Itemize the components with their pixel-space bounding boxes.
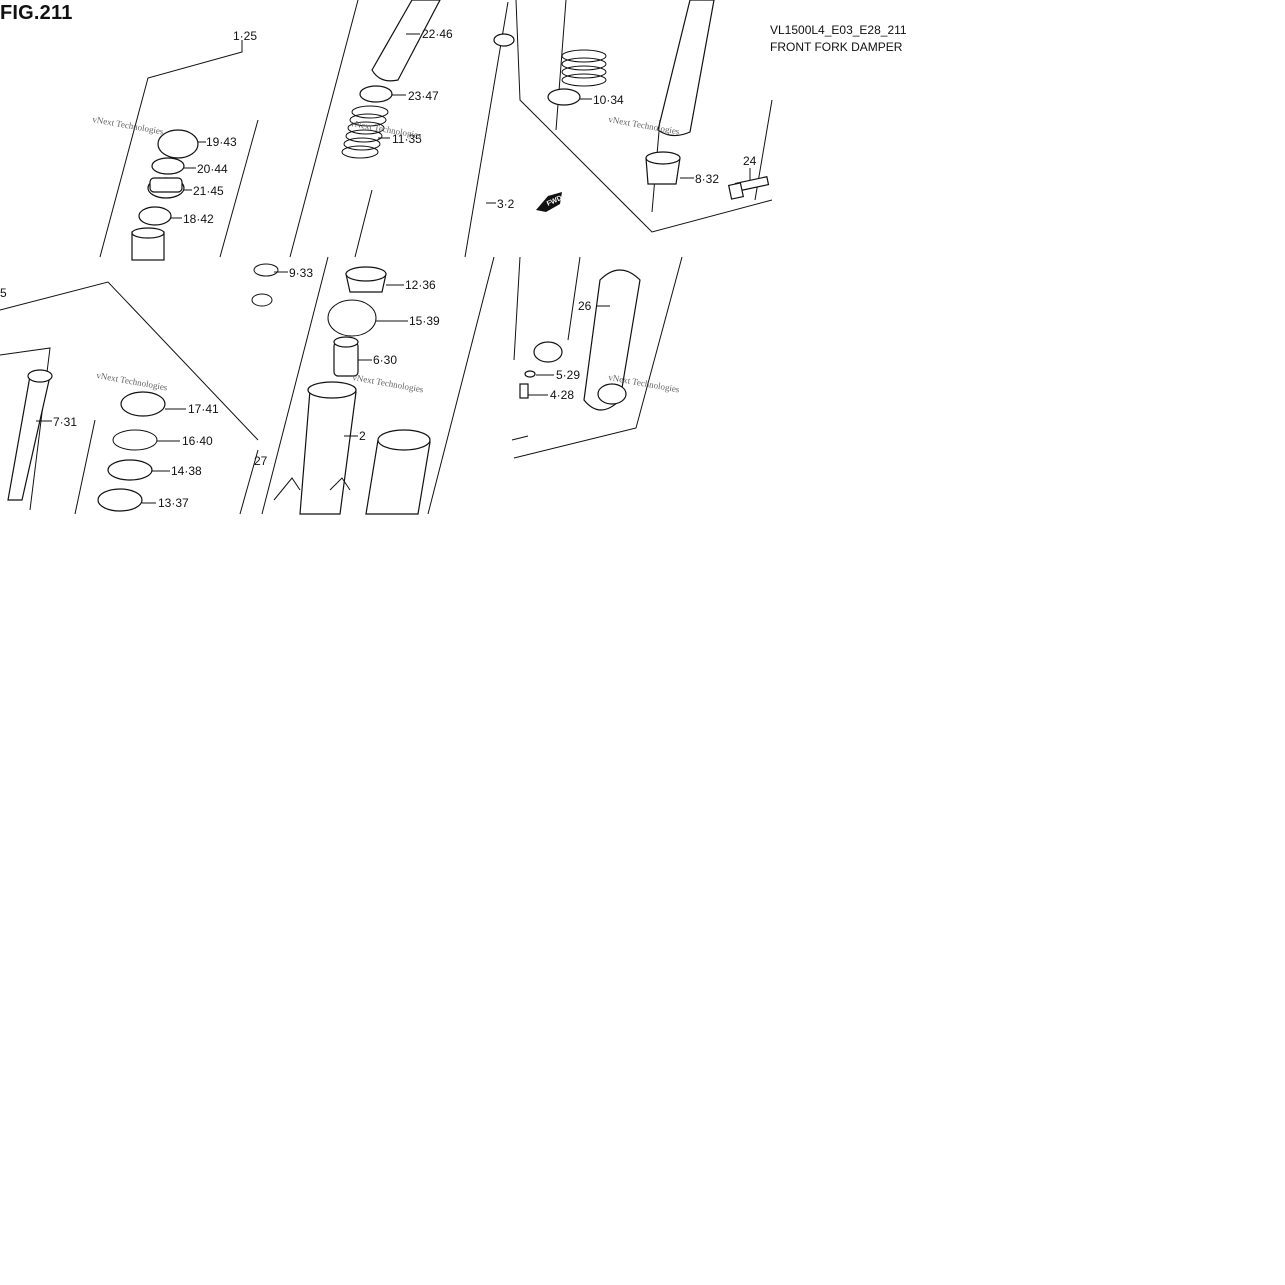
callout-4: 4·28 [550,388,574,402]
callout-22: 22·46 [422,27,453,41]
callout-5: 5·29 [556,368,580,382]
callout-11: 11·35 [392,132,422,146]
rebound-spring [341,105,389,159]
figure-title: FIG.211 [0,2,73,24]
callout-3: 3·2 [497,197,515,211]
callout-10: 10·34 [593,93,624,107]
svg-text:vNext Technologies: vNext Technologies [352,372,425,394]
callout-7: 7·31 [53,415,77,429]
callout-13: 13·37 [158,496,189,510]
callout-15: 15·39 [409,314,440,328]
svg-text:vNext Technologies: vNext Technologies [92,114,165,136]
callout-17: 17·41 [188,402,219,416]
callout-16: 16·40 [182,434,213,448]
callout-23: 23·47 [408,89,439,103]
callout-19: 19·43 [206,135,237,149]
spring-bushing-bolt: FWD [536,0,770,212]
callout-8: 8·32 [695,172,719,186]
bushings-and-outer-tube [251,263,431,515]
damper-rod-and-spring [341,0,515,159]
callout-9: 9·33 [289,266,313,280]
bolt-icon [727,176,770,200]
callout-labels: 1·25 19·43 20·44 21·45 18·42 22·46 23·47… [0,27,757,510]
callout-24: 24 [743,154,757,168]
callout-14: 14·38 [171,464,202,478]
cylinder-and-oil-seals [7,369,166,512]
callout-6: 6·30 [373,353,397,367]
figure-name: FRONT FORK DAMPER [770,40,903,54]
callout-20: 20·44 [197,162,228,176]
figure-code: VL1500L4_E03_E28_211 [770,23,907,37]
callout-18: 18·42 [183,212,214,226]
callout-1: 1·25 [233,29,257,43]
fwd-arrow-icon: FWD [536,192,563,212]
inner-tube-and-drain [513,256,641,411]
leader-lines [36,33,751,504]
callout-12: 12·36 [405,278,436,292]
cap-and-seals [131,129,199,261]
callout-27: 27 [254,454,268,468]
callout-21: 21·45 [193,184,224,198]
svg-text:vNext Technologies: vNext Technologies [350,118,423,140]
callout-5-edge: 5 [0,286,7,300]
callout-2: 2 [359,429,366,443]
callout-26: 26 [578,299,592,313]
svg-text:vNext Technologies: vNext Technologies [96,370,169,392]
